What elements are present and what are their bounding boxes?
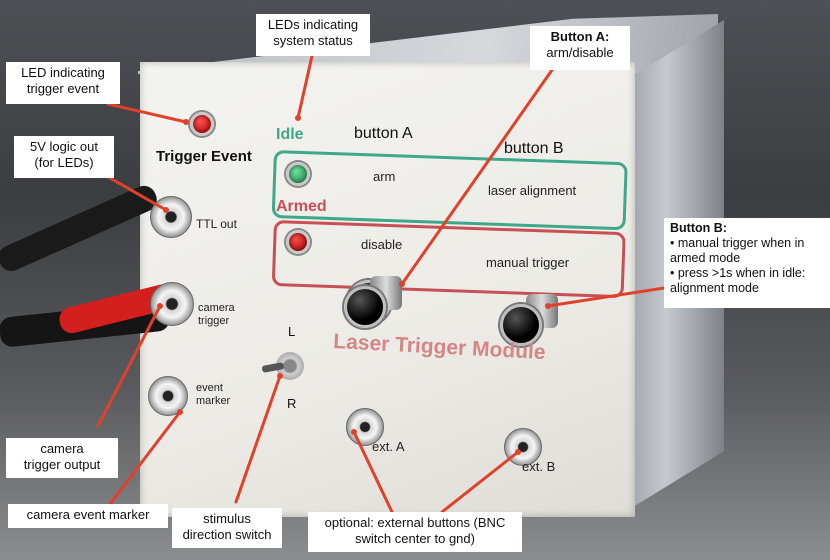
ext-b-connector[interactable] (504, 428, 542, 466)
button-a-header: button A (354, 125, 413, 142)
ttl-out-label: TTL out (196, 217, 237, 231)
idle-status-led (286, 162, 310, 186)
callout-button-a-title: Button A: (550, 29, 610, 44)
callout-button-b: Button B: • manual trigger when in armed… (664, 218, 830, 308)
idle-title: Idle (276, 126, 304, 143)
armed-title: Armed (276, 198, 327, 215)
camera-trigger-connector[interactable] (150, 282, 194, 326)
trigger-event-label: Trigger Event (156, 148, 252, 165)
trigger-event-led (190, 112, 214, 136)
callout-button-a-desc: arm/disable (546, 45, 614, 60)
ext-a-connector[interactable] (346, 408, 384, 446)
callout-camera-trigger-output: camera trigger output (6, 438, 118, 478)
idle-button-b-action: laser alignment (488, 183, 577, 198)
callout-logic-out: 5V logic out (for LEDs) (14, 136, 114, 178)
button-b[interactable] (500, 304, 542, 346)
switch-right-label: R (287, 396, 297, 411)
button-b-header: button B (504, 140, 564, 157)
callout-led-trigger: LED indicating trigger event (6, 62, 120, 104)
ext-b-label: ext. B (522, 459, 556, 474)
ext-a-label: ext. A (372, 439, 405, 454)
event-marker-label: event marker (196, 382, 231, 407)
idle-button-a-action: arm (373, 169, 396, 184)
armed-button-a-action: disable (361, 237, 403, 252)
callout-button-b-line2: • press >1s when in idle: alignment mode (670, 266, 806, 295)
callout-optional-ext: optional: external buttons (BNC switch c… (308, 512, 522, 552)
armed-status-led (286, 230, 310, 254)
armed-button-b-action: manual trigger (486, 255, 570, 270)
callout-stimulus-switch: stimulus direction switch (172, 508, 282, 548)
button-a[interactable] (344, 286, 386, 328)
switch-left-label: L (288, 324, 296, 339)
camera-trigger-label: camera trigger (198, 302, 235, 327)
callout-button-b-title: Button B: (670, 221, 727, 235)
callout-leds-status: LEDs indicating system status (256, 14, 370, 56)
callout-button-a: Button A: arm/disable (530, 26, 630, 70)
callout-camera-event-marker: camera event marker (8, 504, 168, 528)
callout-button-b-line1: • manual trigger when in armed mode (670, 236, 805, 265)
ttl-out-connector[interactable] (150, 196, 192, 238)
